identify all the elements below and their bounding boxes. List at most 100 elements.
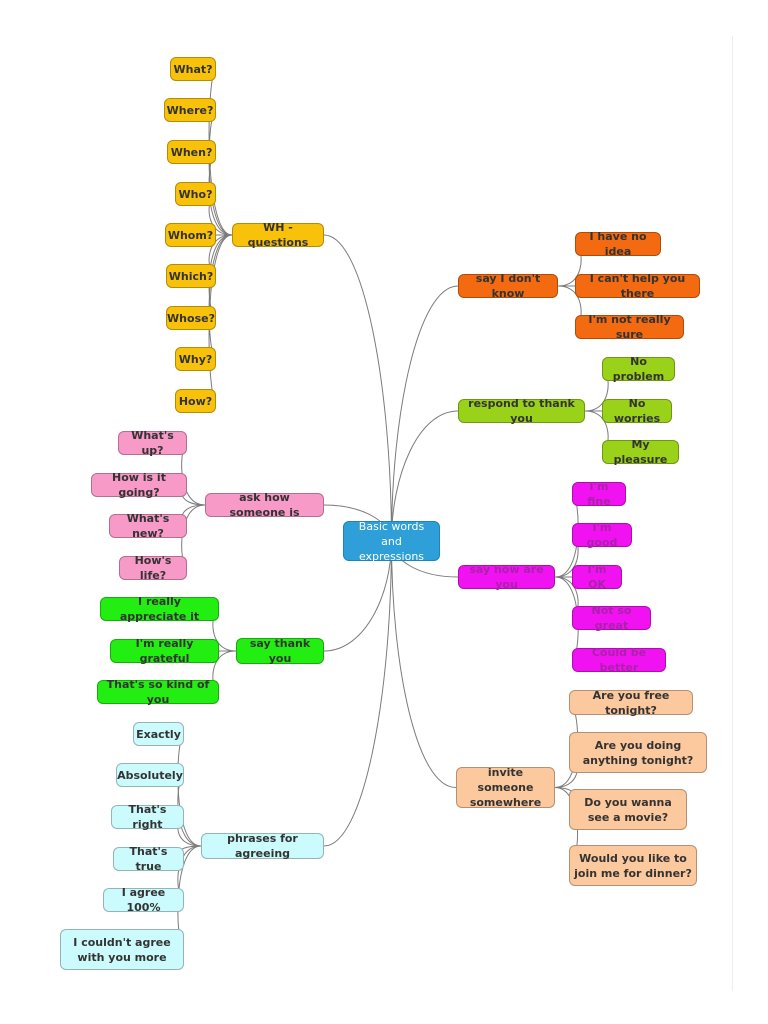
branch-dontknow[interactable]: say I don't know: [458, 272, 558, 300]
topic-agree-4[interactable]: I agree 100%: [103, 886, 184, 914]
topic-dontknow-0-label: I have no idea: [589, 230, 647, 258]
topic-wh-4[interactable]: Whom?: [165, 223, 216, 247]
topic-agree-3-label: That's true: [129, 845, 168, 873]
topic-wh-2[interactable]: When?: [167, 140, 216, 164]
page-edge: [732, 36, 733, 991]
topic-invite-0-label: Are you free tonight?: [592, 688, 670, 717]
topic-thank-2-label: That's so kind of you: [106, 678, 210, 706]
topic-dontknow-1-label: I can't help you there: [589, 272, 686, 300]
central-topic[interactable]: Basic words and expressions: [343, 519, 440, 563]
topic-wh-7-label: Why?: [178, 352, 213, 366]
topic-dontknow-2[interactable]: I'm not really sure: [575, 313, 684, 341]
topic-invite-1-label: Are you doing anything tonight?: [582, 738, 694, 767]
branch-agree[interactable]: phrases for agreeing: [201, 832, 324, 860]
topic-howare-3-label: Not so great: [591, 604, 632, 632]
topic-ask-2[interactable]: What's new?: [109, 512, 187, 540]
topic-wh-6[interactable]: Whose?: [166, 306, 216, 330]
topic-howare-0-label: I'm fine: [587, 480, 611, 508]
topic-agree-0-label: Exactly: [136, 727, 181, 741]
topic-agree-3[interactable]: That's true: [113, 845, 184, 873]
branch-wh[interactable]: WH - questions: [232, 221, 324, 249]
topic-respond-1[interactable]: No worries: [602, 397, 672, 425]
child-connector-wh-7: [208, 234, 233, 360]
topic-howare-2-label: I'm OK: [587, 563, 607, 591]
topic-invite-2-label: Do you wanna see a movie?: [584, 795, 672, 824]
topic-respond-0-label: No problem: [612, 355, 665, 383]
branch-respond[interactable]: respond to thank you: [458, 397, 585, 425]
topic-invite-0[interactable]: Are you free tonight?: [569, 688, 693, 717]
topic-howare-4-label: Could be better: [591, 646, 647, 674]
topic-wh-3[interactable]: Who?: [175, 182, 216, 206]
topic-agree-5-label: I couldn't agree with you more: [73, 935, 171, 964]
topic-thank-0[interactable]: I really appreciate it: [100, 595, 219, 623]
topic-ask-1-label: How is it going?: [112, 471, 166, 499]
branch-thank[interactable]: say thank you: [236, 637, 324, 665]
main-connector-wh: [323, 234, 392, 542]
topic-ask-1[interactable]: How is it going?: [91, 471, 187, 499]
topic-wh-1-label: Where?: [166, 103, 214, 117]
child-connector-agree-0: [177, 733, 202, 847]
main-connector-invite: [391, 540, 457, 788]
branch-invite[interactable]: invite someone somewhere: [456, 766, 555, 809]
branch-dontknow-label: say I don't know: [475, 272, 541, 300]
branch-howare-label: say how are you: [469, 563, 544, 591]
topic-howare-0[interactable]: I'm fine: [572, 480, 626, 508]
branch-respond-label: respond to thank you: [468, 397, 575, 425]
main-connector-respond: [391, 410, 459, 542]
topic-howare-4[interactable]: Could be better: [572, 646, 666, 674]
topic-wh-4-label: Whom?: [167, 228, 214, 242]
topic-thank-1[interactable]: I'm really grateful: [110, 637, 219, 665]
topic-wh-2-label: When?: [170, 145, 213, 159]
branch-wh-label: WH - questions: [247, 221, 309, 249]
branch-howare[interactable]: say how are you: [458, 563, 555, 591]
topic-respond-0[interactable]: No problem: [602, 355, 675, 383]
topic-invite-1[interactable]: Are you doing anything tonight?: [569, 732, 707, 773]
topic-wh-3-label: Who?: [178, 187, 213, 201]
branch-ask-label: ask how someone is: [229, 491, 300, 519]
topic-thank-1-label: I'm really grateful: [135, 637, 194, 665]
topic-thank-2[interactable]: That's so kind of you: [97, 678, 219, 706]
topic-invite-3[interactable]: Would you like to join me for dinner?: [569, 845, 697, 886]
topic-agree-1[interactable]: Absolutely: [116, 763, 184, 787]
topic-wh-0-label: What?: [173, 62, 213, 76]
topic-ask-3-label: How's life?: [134, 554, 172, 582]
topic-agree-2[interactable]: That's right: [111, 803, 184, 831]
topic-wh-8-label: How?: [178, 394, 213, 408]
topic-wh-5[interactable]: Which?: [166, 264, 216, 288]
topic-wh-5-label: Which?: [168, 269, 214, 283]
topic-howare-2[interactable]: I'm OK: [572, 563, 622, 591]
central-topic-label: Basic words and expressions: [358, 519, 425, 563]
topic-ask-2-label: What's new?: [126, 512, 170, 540]
topic-agree-2-label: That's right: [128, 803, 167, 831]
topic-wh-7[interactable]: Why?: [175, 347, 216, 371]
topic-invite-3-label: Would you like to join me for dinner?: [574, 851, 692, 880]
topic-dontknow-0[interactable]: I have no idea: [575, 230, 661, 258]
topic-respond-2-label: My pleasure: [613, 438, 668, 466]
child-connector-wh-1: [208, 109, 233, 236]
branch-thank-label: say thank you: [249, 637, 311, 665]
topic-agree-4-label: I agree 100%: [121, 886, 166, 914]
topic-wh-0[interactable]: What?: [170, 57, 216, 81]
branch-ask[interactable]: ask how someone is: [205, 491, 324, 519]
topic-respond-2[interactable]: My pleasure: [602, 438, 679, 466]
topic-thank-0-label: I really appreciate it: [119, 595, 200, 623]
topic-wh-1[interactable]: Where?: [164, 98, 216, 122]
topic-howare-3[interactable]: Not so great: [572, 604, 651, 632]
topic-dontknow-2-label: I'm not really sure: [588, 313, 671, 341]
topic-agree-0[interactable]: Exactly: [133, 722, 184, 746]
branch-agree-label: phrases for agreeing: [227, 832, 298, 860]
main-connector-agree: [323, 540, 392, 847]
topic-agree-5[interactable]: I couldn't agree with you more: [60, 929, 184, 970]
branch-invite-label: invite someone somewhere: [469, 766, 542, 809]
main-connector-dontknow: [391, 285, 459, 542]
topic-dontknow-1[interactable]: I can't help you there: [575, 272, 700, 300]
topic-agree-1-label: Absolutely: [117, 768, 183, 782]
topic-wh-6-label: Whose?: [167, 311, 215, 325]
topic-howare-1-label: I'm good: [586, 521, 618, 549]
topic-invite-2[interactable]: Do you wanna see a movie?: [569, 789, 687, 830]
topic-ask-0[interactable]: What's up?: [118, 429, 187, 457]
topic-howare-1[interactable]: I'm good: [572, 521, 632, 549]
topic-wh-8[interactable]: How?: [175, 389, 216, 413]
topic-ask-3[interactable]: How's life?: [119, 554, 187, 582]
